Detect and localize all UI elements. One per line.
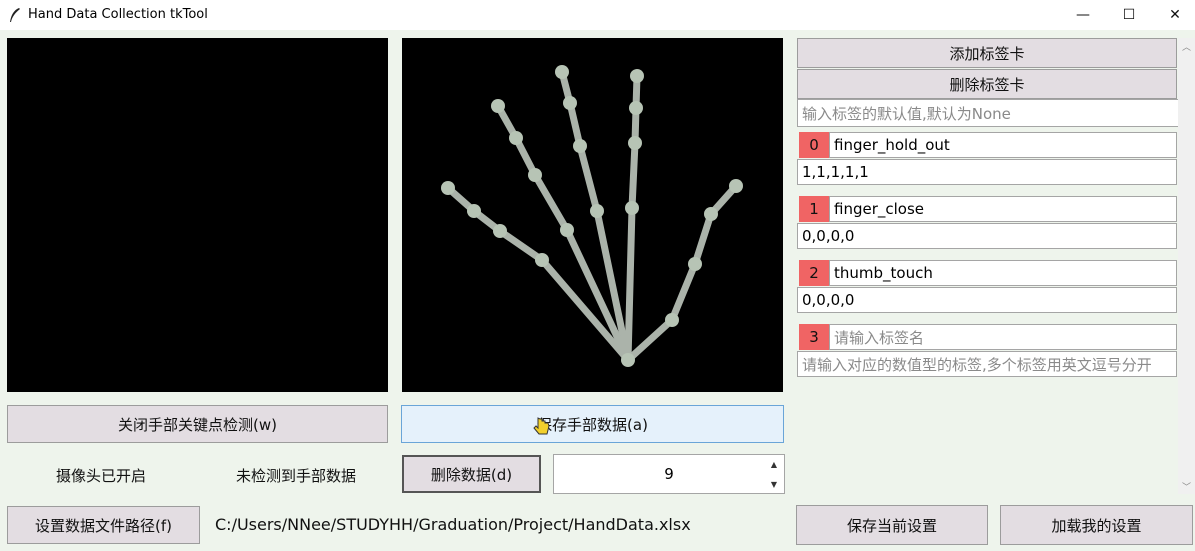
maximize-button[interactable]: ☐ xyxy=(1122,7,1136,23)
spin-up-icon[interactable]: ▲ xyxy=(770,459,778,469)
count-spinbox[interactable]: 9 ▲ ▼ xyxy=(553,454,785,494)
file-path-text: C:/Users/NNee/STUDYHH/Graduation/Project… xyxy=(215,515,691,534)
save-hand-data-label: 保存手部数据(a) xyxy=(537,415,648,434)
camera-status: 摄像头已开启 xyxy=(56,467,147,485)
feather-icon xyxy=(10,8,20,22)
label-value-input-0[interactable]: 1,1,1,1,1 xyxy=(797,159,1177,185)
default-value-input[interactable]: 输入标签的默认值,默认为None xyxy=(797,99,1179,127)
scroll-up-icon[interactable]: ︿ xyxy=(1181,42,1191,53)
hand-skeleton-drawing xyxy=(441,65,743,367)
set-path-button[interactable]: 设置数据文件路径(f) xyxy=(7,506,200,544)
close-button[interactable]: ✕ xyxy=(1169,7,1181,23)
label-value-input-2[interactable]: 0,0,0,0 xyxy=(797,287,1177,313)
spinbox-value: 9 xyxy=(664,465,674,483)
label-name-input-0[interactable]: finger_hold_out xyxy=(829,132,1177,158)
hand-skeleton-view xyxy=(402,38,783,392)
pointer-cursor-icon xyxy=(533,417,550,435)
label-index-3: 3 xyxy=(799,324,829,350)
spin-arrows: ▲ ▼ xyxy=(767,456,783,492)
label-name-input-2[interactable]: thumb_touch xyxy=(829,260,1177,286)
new-label-name-input[interactable]: 请输入标签名 xyxy=(829,324,1177,350)
delete-data-button[interactable]: 删除数据(d) xyxy=(402,455,541,493)
label-name-input-1[interactable]: finger_close xyxy=(829,196,1177,222)
delete-tab-button[interactable]: 删除标签卡 xyxy=(797,69,1177,99)
scroll-down-icon[interactable]: ﹀ xyxy=(1181,482,1191,493)
hand-status: 未检测到手部数据 xyxy=(236,467,357,485)
spin-down-icon[interactable]: ▼ xyxy=(770,479,778,489)
right-panel-scrollbar[interactable]: ︿ ﹀ xyxy=(1178,38,1195,494)
title-bar: Hand Data Collection tkTool — ☐ ✕ xyxy=(0,0,1195,30)
minimize-button[interactable]: — xyxy=(1076,7,1090,23)
label-index-0: 0 xyxy=(799,132,829,158)
add-tab-button[interactable]: 添加标签卡 xyxy=(797,38,1177,68)
save-hand-data-button[interactable]: 保存手部数据(a) xyxy=(401,405,784,443)
load-settings-button[interactable]: 加载我的设置 xyxy=(1000,505,1193,545)
label-index-1: 1 xyxy=(799,196,829,222)
window-title: Hand Data Collection tkTool xyxy=(28,7,208,22)
label-index-2: 2 xyxy=(799,260,829,286)
camera-view xyxy=(7,38,388,392)
toggle-detection-button[interactable]: 关闭手部关键点检测(w) xyxy=(7,405,388,443)
save-settings-button[interactable]: 保存当前设置 xyxy=(796,505,988,545)
new-label-value-input[interactable]: 请输入对应的数值型的标签,多个标签用英文逗号分开 xyxy=(797,351,1177,377)
label-value-input-1[interactable]: 0,0,0,0 xyxy=(797,223,1177,249)
